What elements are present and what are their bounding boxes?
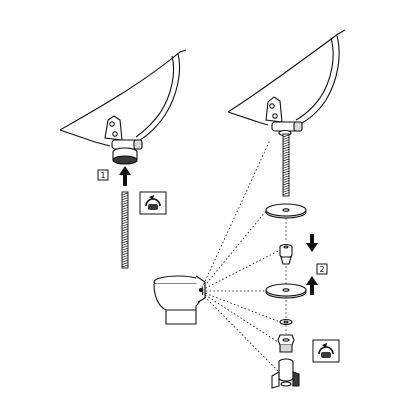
step2-hex-nut — [277, 334, 295, 353]
step2-large-washer-middle — [265, 283, 307, 299]
step2-threaded-rod — [282, 133, 290, 197]
arrow-up-icon — [119, 166, 131, 186]
step2-large-washer-top — [265, 203, 307, 219]
wrench-rotate-icon — [312, 339, 340, 363]
step2-spacer-nut — [279, 243, 293, 265]
step1-label: 1 — [100, 171, 105, 180]
step2-wing-fastener — [271, 358, 300, 389]
step2-small-washer — [279, 318, 293, 326]
toilet-bowl-icon — [153, 275, 206, 325]
wrench-rotate-icon — [139, 191, 167, 215]
step2-label-box: 2 — [316, 263, 328, 275]
step1-seat-lid — [59, 49, 187, 149]
arrow-up-icon — [306, 276, 318, 295]
step1-hinge-bracket — [104, 115, 143, 150]
step2-hinge-bracket — [265, 96, 303, 137]
step2-label: 2 — [319, 265, 324, 274]
step1-hinge-base — [112, 147, 138, 165]
step2-seat-lid — [227, 29, 346, 129]
step1-label-box: 1 — [97, 169, 109, 181]
leader-lines — [201, 139, 281, 373]
step1-threaded-rod — [121, 191, 129, 269]
arrow-down-icon — [306, 234, 318, 252]
